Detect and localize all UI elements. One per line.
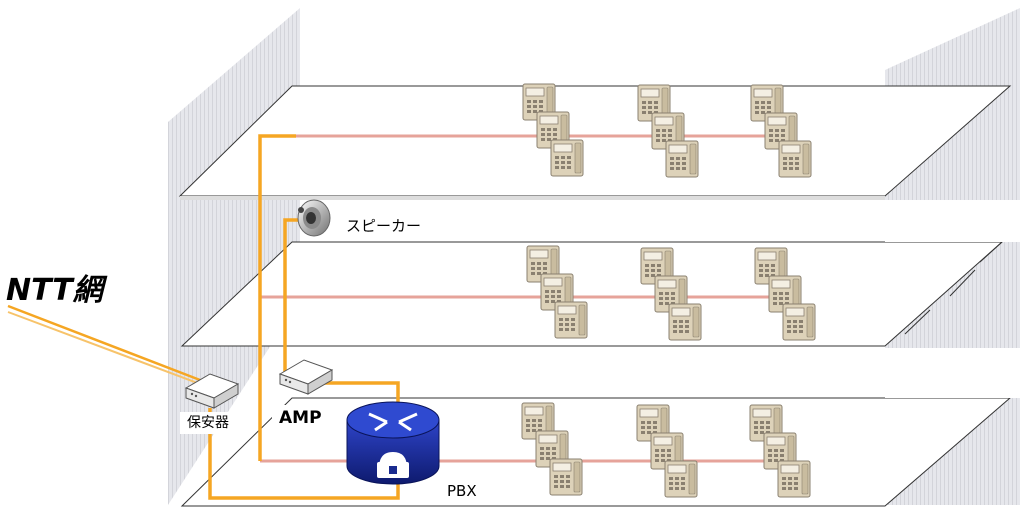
protector-label: 保安器 [187, 415, 229, 431]
amp-label-bg [272, 405, 338, 431]
orange-cables [208, 134, 400, 500]
amp-device-icon [279, 359, 333, 395]
floor-3 [178, 85, 1012, 200]
speaker-icon [297, 199, 331, 237]
pbx-router-icon [346, 401, 440, 485]
speaker-label: スピーカー [346, 217, 422, 235]
ntt-network-label: NTT網 [6, 273, 103, 308]
pbx-label: PBX [447, 482, 477, 500]
ntt-line [7, 304, 201, 385]
pbx-label-bg [440, 478, 498, 502]
amp-label: AMP [279, 408, 322, 428]
protector-label-bg [180, 412, 244, 434]
floor-2 [180, 241, 1004, 347]
